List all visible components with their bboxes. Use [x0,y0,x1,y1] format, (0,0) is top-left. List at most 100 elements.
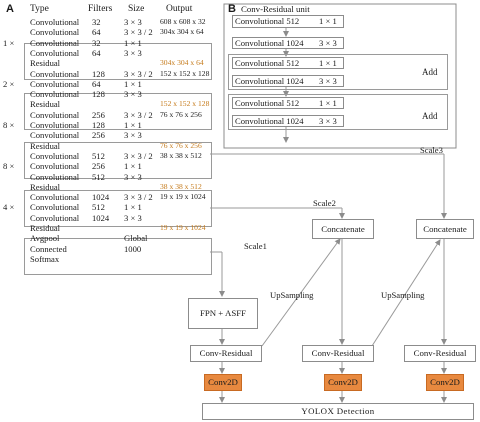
row-type: Avgpool [30,233,60,243]
conv2d-left: Conv2D [204,374,242,391]
panel-b-label: B [228,3,236,15]
row-type: Residual [30,58,61,68]
row-type: Convolutional [30,130,80,140]
unit-conv-512-b: Convolutional 512 1 × 1 [232,57,344,69]
row-output: 304x 304 x 64 [160,58,204,67]
row-size: 1 × 1 [124,38,142,48]
row-size: 3 × 3 [124,172,142,182]
row-filters: 1024 [92,192,110,202]
row-size: 1 × 1 [124,161,142,171]
row-multiplier: 8 × [3,120,15,130]
row-filters: 128 [92,89,105,99]
row-size: 3 × 3 [124,48,142,58]
row-size: 1 × 1 [124,79,142,89]
scale1-label: Scale1 [244,241,267,251]
row-size: 1 × 1 [124,120,142,130]
row-multiplier: 8 × [3,161,15,171]
unit-conv-1024-c: Convolutional 1024 3 × 3 [232,115,344,127]
unit-block-2 [228,94,448,130]
row-type: Convolutional [30,27,80,37]
row-filters: 128 [92,69,105,79]
row-type: Convolutional [30,151,80,161]
row-type: Connected [30,244,67,254]
block-group-5 [24,238,212,275]
row-type: Residual [30,99,61,109]
block-group-4 [24,190,212,227]
row-type: Convolutional [30,17,80,27]
row-output: 38 x 38 x 512 [160,151,202,160]
row-type: Convolutional [30,69,80,79]
conv2d-mid: Conv2D [324,374,362,391]
row-output: 304x 304 x 64 [160,27,204,36]
row-type: Convolutional [30,79,80,89]
row-type: Convolutional [30,172,80,182]
row-filters: 256 [92,110,105,120]
row-filters: 64 [92,79,101,89]
row-type: Residual [30,223,61,233]
conv-residual-mid: Conv-Residual [302,345,374,362]
row-filters: 64 [92,48,101,58]
row-filters: 512 [92,202,105,212]
add-label-2: Add [422,111,438,121]
row-type: Convolutional [30,120,80,130]
row-size: 1000 [124,244,142,254]
panel-a-label: A [6,3,14,15]
row-size: 3 × 3 / 2 [124,110,153,120]
row-type: Residual [30,182,61,192]
row-size: 1 × 1 [124,202,142,212]
row-filters: 1024 [92,213,110,223]
row-filters: 512 [92,172,105,182]
row-size: 3 × 3 [124,89,142,99]
block-group-3 [24,142,212,179]
row-type: Convolutional [30,202,80,212]
row-type: Convolutional [30,38,80,48]
conv-residual-left: Conv-Residual [190,345,262,362]
row-filters: 32 [92,17,101,27]
fpn-asff-block: FPN + ASFF [188,298,258,329]
row-output: 608 x 608 x 32 [160,17,206,26]
row-type: Convolutional [30,89,80,99]
yolox-detection-block: YOLOX Detection [202,403,474,420]
row-multiplier: 1 × [3,38,15,48]
row-size: 3 × 3 / 2 [124,27,153,37]
unit-conv-1024-b: Convolutional 1024 3 × 3 [232,75,344,87]
row-type: Residual [30,141,61,151]
row-multiplier: 4 × [3,202,15,212]
header-size: Size [128,4,145,14]
row-filters: 256 [92,130,105,140]
block-group-1 [24,43,212,80]
concatenate-right: Concatenate [416,219,474,239]
row-type: Convolutional [30,192,80,202]
row-type: Convolutional [30,161,80,171]
row-output: 19 x 19 x 1024 [160,223,206,232]
row-type: Convolutional [30,110,80,120]
row-output: 38 x 38 x 512 [160,182,202,191]
unit-conv-1024-a: Convolutional 1024 3 × 3 [232,37,344,49]
scale2-label: Scale2 [313,198,336,208]
header-type: Type [30,4,49,14]
row-size: 3 × 3 / 2 [124,192,153,202]
header-output: Output [166,4,193,14]
row-type: Softmax [30,254,60,264]
row-type: Convolutional [30,213,80,223]
row-size: 3 × 3 [124,213,142,223]
upsampling-label-2: UpSampling [381,290,425,300]
header-filters: Filters [88,4,113,14]
row-size: 3 × 3 / 2 [124,69,153,79]
concatenate-mid: Concatenate [312,219,374,239]
row-output: 76 x 76 x 256 [160,141,202,150]
conv2d-right: Conv2D [426,374,464,391]
conv-residual-unit-title: Conv-Residual unit [241,4,310,14]
row-filters: 512 [92,151,105,161]
row-output: 19 x 19 x 1024 [160,192,206,201]
row-output: 152 x 152 x 128 [160,69,210,78]
row-filters: 64 [92,27,101,37]
upsampling-label-1: UpSampling [270,290,314,300]
conv-residual-right: Conv-Residual [404,345,476,362]
row-filters: 256 [92,161,105,171]
block-group-2 [24,93,212,130]
row-type: Convolutional [30,48,80,58]
row-multiplier: 2 × [3,79,15,89]
row-output: 152 x 152 x 128 [160,99,210,108]
